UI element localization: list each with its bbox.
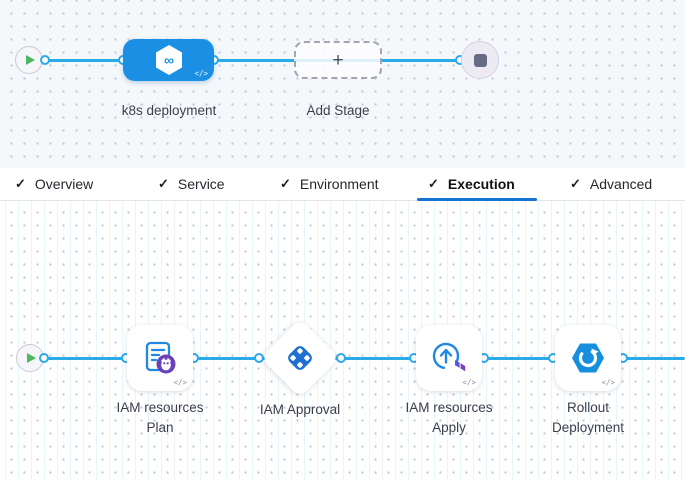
- code-toggle-icon[interactable]: </>: [173, 378, 187, 387]
- add-stage-label: Add Stage: [306, 103, 370, 118]
- check-icon: ✓: [15, 176, 26, 191]
- add-stage-button[interactable]: +: [294, 41, 382, 79]
- connector-dot: [40, 55, 50, 65]
- active-tab-underline: [417, 198, 537, 201]
- rollout-deployment-icon: [572, 343, 604, 373]
- tab-label: Advanced: [589, 176, 653, 192]
- tab-execution[interactable]: ✓ Execution: [428, 168, 515, 200]
- connector-dot: [39, 353, 49, 363]
- stage-pipe-line: [45, 58, 461, 62]
- execution-graph-canvas: </> IAM resources Plan IAM Approval: [0, 201, 685, 481]
- check-icon: ✓: [570, 176, 581, 191]
- tab-advanced[interactable]: ✓ Advanced: [570, 168, 652, 200]
- tab-overview[interactable]: ✓ Overview: [15, 168, 93, 200]
- tab-label: Service: [177, 176, 225, 192]
- step-iam-resources-apply[interactable]: </>: [416, 325, 482, 391]
- code-toggle-icon[interactable]: </>: [601, 378, 615, 387]
- step-rollout-deployment[interactable]: </>: [555, 325, 621, 391]
- step-label: IAM resources Apply: [405, 400, 493, 435]
- stop-icon: [473, 53, 487, 67]
- connector-dot: [336, 353, 346, 363]
- check-icon: ✓: [158, 176, 169, 191]
- play-icon: [26, 353, 36, 363]
- pipeline-start-node: [15, 46, 43, 74]
- code-toggle-icon[interactable]: </>: [462, 378, 476, 387]
- stage-graph-canvas: ∞ </> k8s deployment + Add Stage: [0, 0, 685, 168]
- svg-text:∞: ∞: [164, 52, 174, 68]
- terraform-plan-icon: [145, 341, 176, 374]
- code-toggle-icon[interactable]: </>: [194, 69, 208, 78]
- step-label: IAM Approval: [259, 402, 341, 417]
- check-icon: ✓: [280, 176, 291, 191]
- step-iam-resources-plan[interactable]: </>: [127, 325, 193, 391]
- stage-label: k8s deployment: [121, 103, 217, 118]
- check-icon: ✓: [428, 176, 439, 191]
- step-label: IAM resources Plan: [116, 400, 204, 435]
- stage-node-k8s-deployment[interactable]: ∞ </>: [123, 39, 214, 81]
- terraform-logo: [455, 360, 466, 372]
- connector-dot: [254, 353, 264, 363]
- pipeline-end-node: [461, 41, 499, 79]
- approval-icon[interactable]: [284, 342, 316, 374]
- terraform-apply-icon: [432, 342, 466, 372]
- tab-environment[interactable]: ✓ Environment: [280, 168, 379, 200]
- cd-hexagon-infinity-icon: ∞: [155, 45, 182, 75]
- step-label: Rollout Deployment: [551, 400, 625, 435]
- play-icon: [25, 55, 35, 65]
- execution-pipe-line: [44, 356, 685, 360]
- stage-config-tabbar: ✓ Overview ✓ Service ✓ Environment ✓ Exe…: [0, 168, 685, 201]
- tab-label: Environment: [299, 176, 379, 192]
- tab-label: Overview: [34, 176, 94, 192]
- tab-service[interactable]: ✓ Service: [158, 168, 225, 200]
- tab-label: Execution: [447, 176, 515, 192]
- plus-icon: +: [332, 49, 344, 71]
